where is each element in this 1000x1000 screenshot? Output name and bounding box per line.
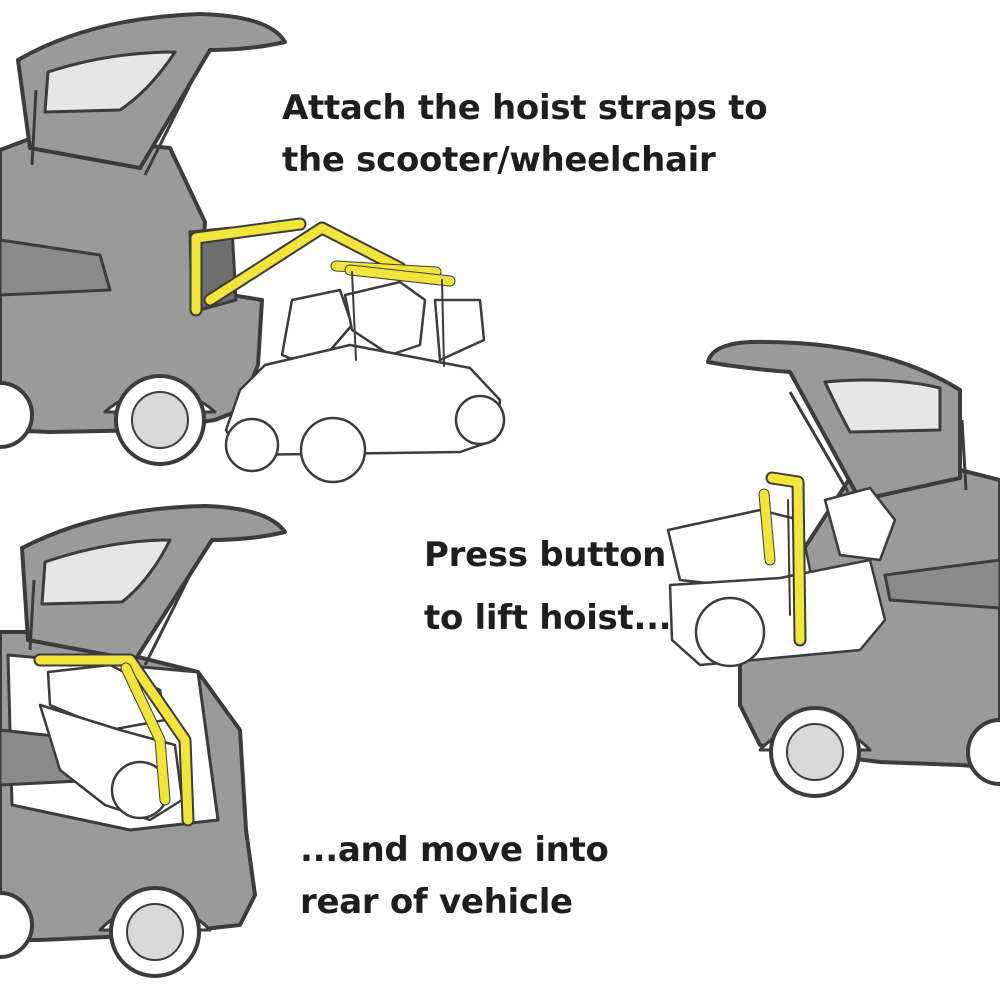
step2-caption-line2: to lift hoist...	[424, 598, 672, 638]
step1-hoist	[189, 217, 456, 367]
step2-scooter	[666, 486, 897, 668]
step1-illustration	[0, 12, 506, 484]
step1-car	[0, 12, 287, 466]
step1-scooter	[224, 280, 506, 484]
step3-caption-line2: rear of vehicle	[300, 882, 573, 922]
step1-caption-line2: the scooter/wheelchair	[282, 140, 716, 180]
step2-caption-line1: Press button	[424, 535, 667, 575]
step3-caption-line1: ...and move into	[300, 830, 609, 870]
step1-caption-line1: Attach the hoist straps to	[282, 88, 768, 128]
step2-caption: Press button to lift hoist...	[424, 524, 672, 650]
step3-caption: ...and move into rear of vehicle	[300, 824, 609, 928]
step3-hoist	[33, 653, 195, 827]
step1-caption: Attach the hoist straps to the scooter/w…	[282, 82, 768, 186]
step2-illustration	[666, 339, 1000, 798]
step3-illustration	[0, 504, 287, 978]
step2-hoist	[758, 471, 807, 647]
